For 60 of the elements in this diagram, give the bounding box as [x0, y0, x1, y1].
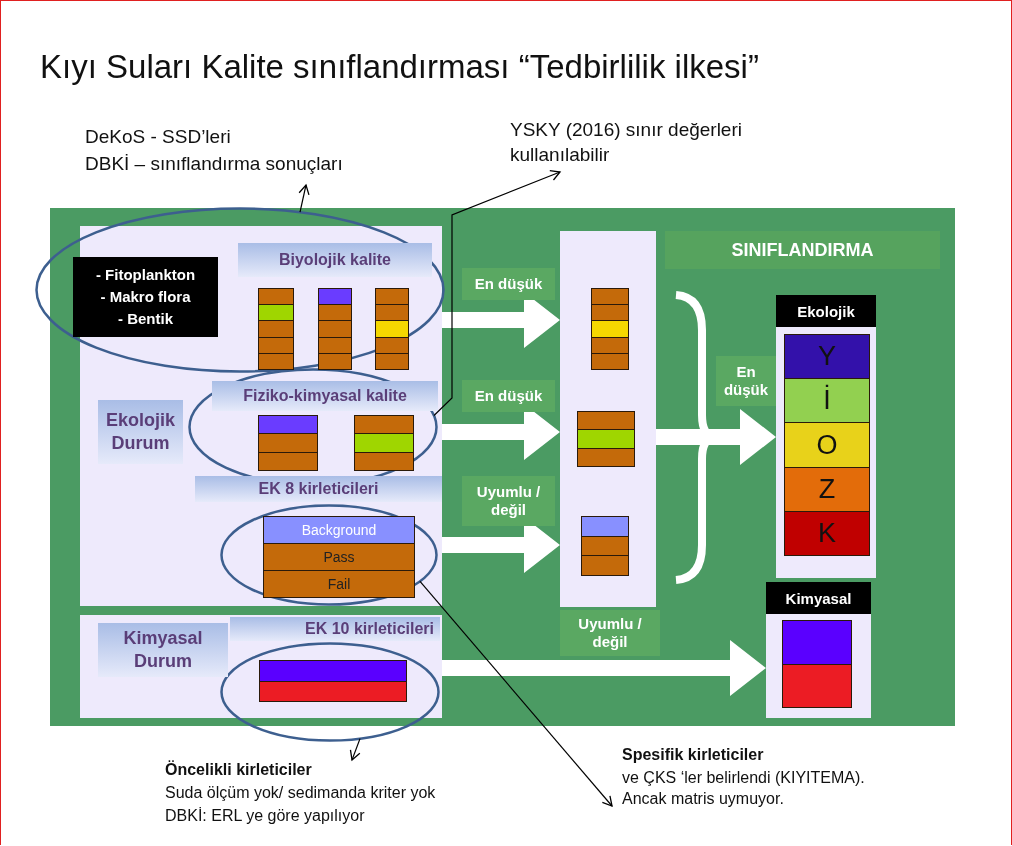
block-arrow [442, 640, 766, 696]
indicator-bar [258, 288, 294, 370]
class-level: Pass [264, 543, 414, 570]
annotation-text: YSKY (2016) sınır değerleri kullanılabilir [510, 118, 743, 167]
leader-arrow [433, 170, 561, 417]
class-scale [784, 334, 870, 556]
class-level: Fail [264, 570, 414, 597]
indicator-bar [258, 415, 318, 471]
indicator-bar [782, 620, 852, 708]
panel-heading: SINIFLANDIRMA [665, 231, 940, 269]
class-level: Background [264, 517, 414, 543]
edge-label: Uyumlu / değil [462, 476, 555, 526]
indicator-bar [318, 288, 352, 370]
quality-band [230, 617, 440, 641]
list-item: - Fitoplankton [95, 265, 196, 286]
class-level: O [785, 422, 869, 467]
indicator-bar [354, 415, 414, 471]
result-column [560, 231, 656, 607]
class-level: Y [785, 335, 869, 379]
edge-label: En düşük [462, 380, 555, 412]
annotation-text: DeKoS - SSD’leri [85, 125, 232, 149]
result-box [766, 582, 871, 718]
indicator-bar [581, 516, 629, 576]
result-header: Ekolojik [776, 295, 876, 327]
edge-label: Uyumlu / değil [560, 610, 660, 656]
leader-arrow [298, 184, 310, 213]
list-item: - Bentik [118, 308, 173, 329]
band-title: Fiziko-kimyasal kalite [243, 387, 407, 405]
band-title: EK 8 kirleticileri [258, 480, 379, 498]
quality-band [212, 381, 438, 411]
class-level: K [785, 510, 869, 555]
quality-band [195, 476, 442, 502]
indicator-bar [577, 411, 635, 467]
edge-label: En düşük [716, 356, 776, 406]
list-item: - Makro flora [100, 287, 191, 308]
element-list-box [73, 257, 218, 337]
band-title: Biyolojik kalite [278, 251, 391, 269]
slide-title: Kıyı Suları Kalite sınıflandırması “Tedbirlilik ilkesi” [40, 48, 759, 86]
indicator-bar [591, 288, 629, 370]
annotation-text: DBKİ – sınıflandırma sonuçları [85, 151, 344, 176]
band-title: EK 10 kirleticileri [305, 620, 434, 638]
result-box [776, 295, 876, 578]
class-level: İ [785, 378, 869, 423]
annotation-text: DBKİ: ERL ye göre yapılıyor [165, 805, 366, 826]
class-level: Z [785, 466, 869, 511]
indicator-bar [259, 660, 407, 702]
block-arrow [656, 409, 776, 465]
edge-label: En düşük [462, 268, 555, 300]
quality-band [238, 243, 432, 277]
section-label: Kimyasal Durum [98, 623, 228, 677]
indicator-bar [375, 288, 409, 370]
section-label: Ekolojik Durum [98, 400, 183, 464]
leader-arrow [349, 738, 361, 761]
leader-arrow [419, 580, 613, 807]
annotation-text: Suda ölçüm yok/ sedimanda kriter yok [165, 782, 437, 803]
annotation-text: ve ÇKS ‘ler belirlendi (KIYITEMA). Ancak matris uymuyor. [622, 767, 866, 809]
status-bar [263, 516, 415, 598]
annotation-text: Öncelikli kirleticiler [165, 760, 313, 780]
annotation-text: Spesifik kirleticiler [622, 745, 765, 765]
result-header: Kimyasal [766, 582, 871, 614]
